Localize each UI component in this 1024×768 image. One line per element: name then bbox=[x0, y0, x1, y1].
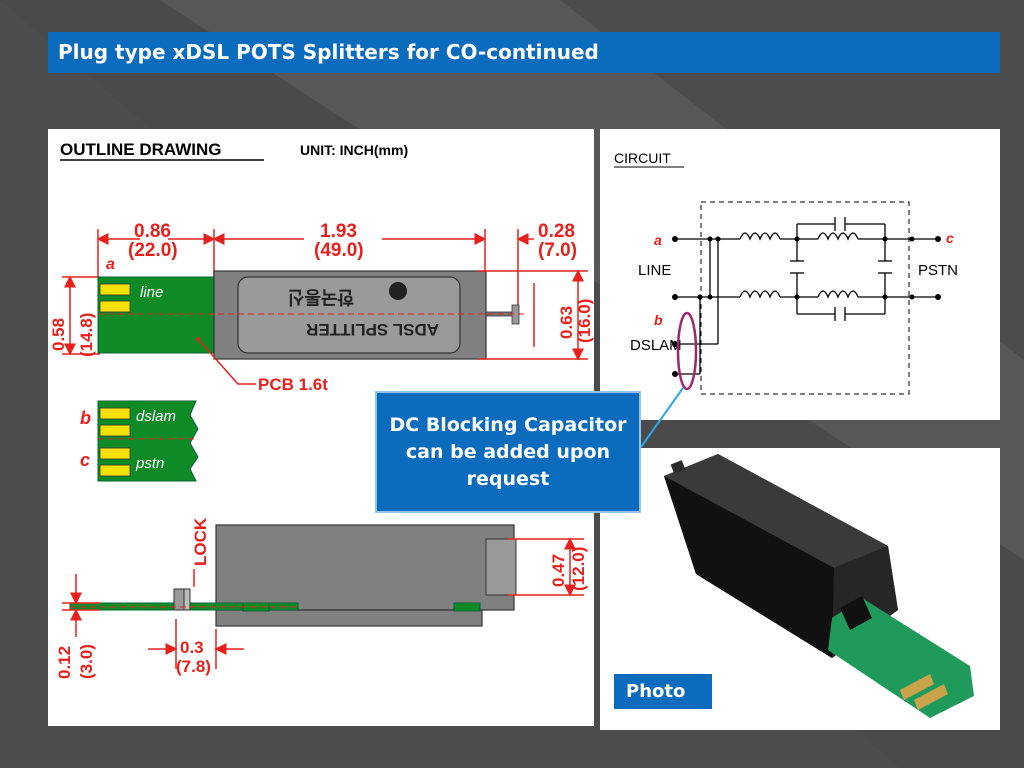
node-c-label: c bbox=[946, 230, 954, 246]
lock-label: LOCK bbox=[191, 517, 210, 566]
body-adsl-label: ADSL SPLITTER bbox=[306, 320, 439, 339]
pcb-pin-c-label: c bbox=[80, 450, 90, 470]
callout-text: DC Blocking Capacitor can be added upon … bbox=[389, 413, 627, 490]
dim-plug-mm: (16.0) bbox=[575, 299, 594, 343]
node-b-label: b bbox=[654, 312, 663, 328]
pad-line-label: line bbox=[140, 284, 163, 301]
circuit-heading: CIRCUIT bbox=[614, 150, 671, 166]
dim-lock-inch: 0.3 bbox=[180, 638, 204, 657]
dim-side-mm: (12.0) bbox=[569, 547, 588, 591]
pcb-pin-a-label: a bbox=[106, 256, 115, 273]
pstn-label: PSTN bbox=[918, 262, 958, 279]
dim-height-mm: (14.8) bbox=[77, 313, 96, 357]
dim-left-mm: (22.0) bbox=[128, 240, 178, 261]
dim-plug-inch: 0.63 bbox=[557, 306, 576, 339]
dim-mid-inch: 1.93 bbox=[320, 221, 357, 242]
unit-label: UNIT: INCH(mm) bbox=[300, 142, 408, 158]
circuit-diagram: CIRCUIT bbox=[614, 150, 958, 395]
dim-mid-mm: (49.0) bbox=[314, 240, 364, 261]
outline-heading: OUTLINE DRAWING bbox=[60, 140, 222, 159]
dim-height-inch: 0.58 bbox=[49, 318, 68, 351]
node-a-label: a bbox=[654, 232, 662, 248]
body-korean-label: 한국통신 bbox=[288, 287, 354, 307]
dim-right-inch: 0.28 bbox=[538, 221, 575, 242]
line-label: LINE bbox=[638, 262, 671, 279]
dc-blocking-callout: DC Blocking Capacitor can be added upon … bbox=[375, 391, 641, 513]
pad-pstn-label: pstn bbox=[135, 455, 164, 472]
photo-label: Photo bbox=[614, 674, 712, 709]
splitter-body-side bbox=[215, 524, 515, 611]
dim-side-inch: 0.47 bbox=[549, 554, 568, 587]
pcb-pin-b-label: b bbox=[80, 408, 91, 428]
dim-pcb-mm: (3.0) bbox=[77, 644, 96, 679]
pcb-thickness-label: PCB 1.6t bbox=[258, 375, 328, 394]
pad-dslam-label: dslam bbox=[136, 408, 176, 425]
dim-left-inch: 0.86 bbox=[134, 221, 171, 242]
dslam-label: DSLAM bbox=[630, 337, 682, 354]
outline-drawing: OUTLINE DRAWING UNIT: INCH(mm) 0.86 (22.… bbox=[49, 140, 594, 679]
dim-right-mm: (7.0) bbox=[538, 240, 577, 261]
product-photo bbox=[664, 454, 974, 718]
dim-pcb-inch: 0.12 bbox=[55, 646, 74, 679]
circuit-panel: CIRCUIT bbox=[600, 129, 1000, 420]
pcb-bottom-view bbox=[97, 400, 199, 482]
dc-blocking-highlight bbox=[676, 311, 698, 391]
logo-icon bbox=[389, 282, 407, 300]
slide-title: Plug type xDSL POTS Splitters for CO-con… bbox=[48, 32, 1000, 73]
dim-lock-mm: (7.8) bbox=[176, 657, 211, 676]
